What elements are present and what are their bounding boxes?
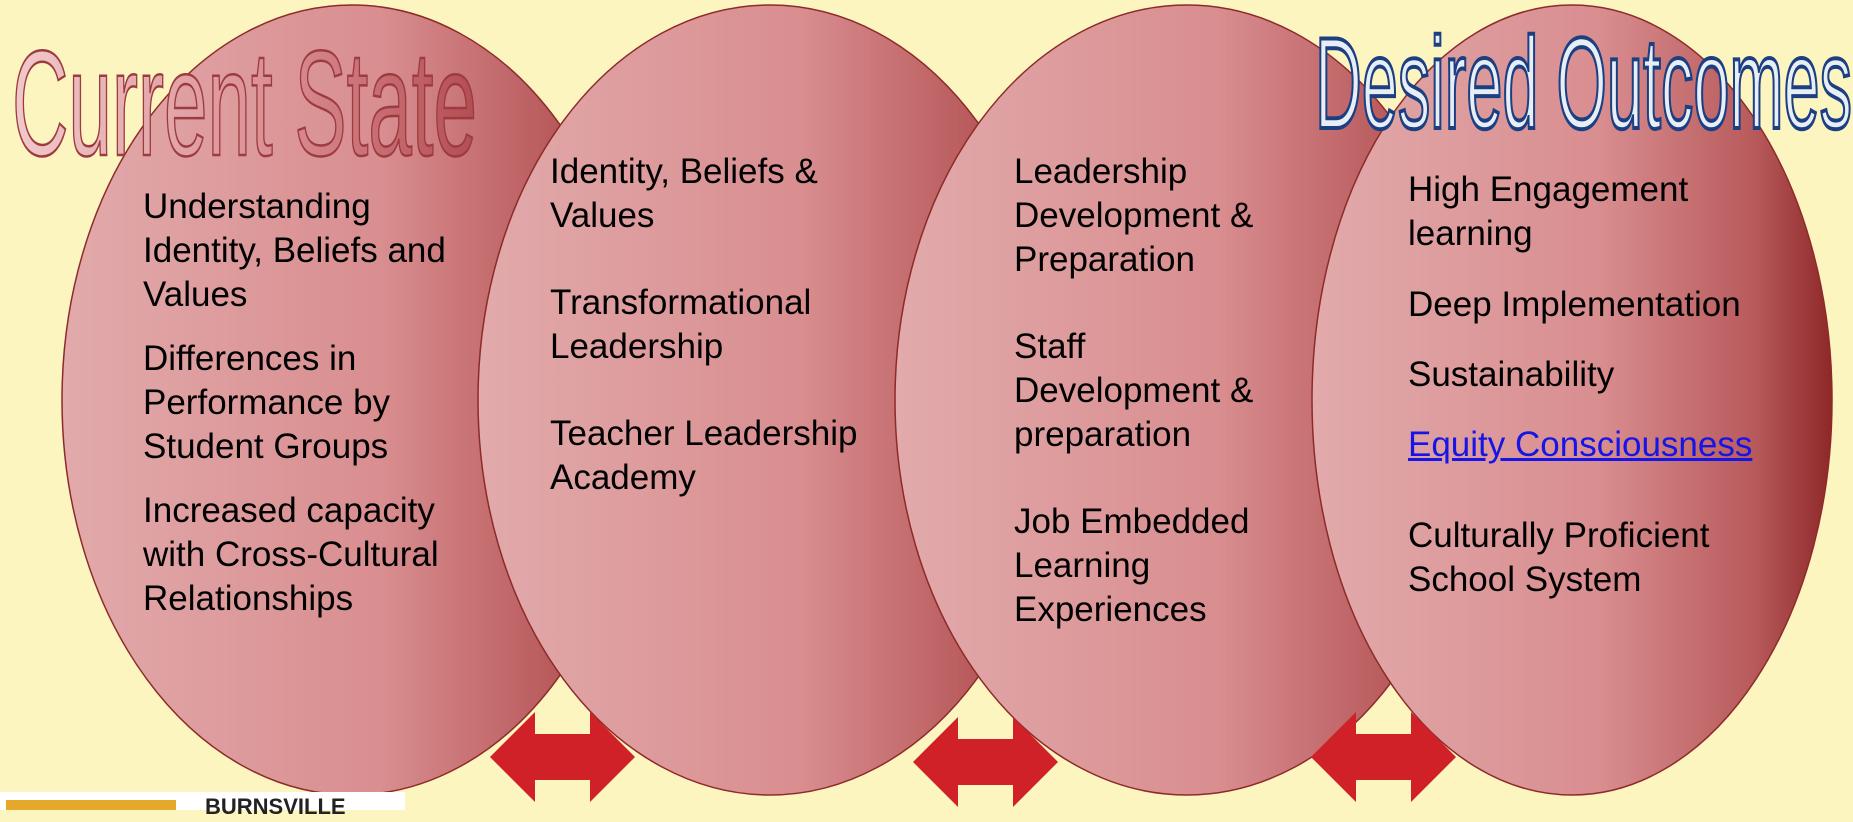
column-current-state: Understanding Identity, Beliefs and Valu… — [143, 185, 488, 621]
column-leadership: Leadership Development & Preparation Sta… — [1014, 150, 1314, 632]
item-identity-beliefs-values: Identity, Beliefs & Values — [550, 152, 818, 235]
double-arrow-icon — [913, 717, 1058, 807]
item-high-engagement: High Engagement learning — [1408, 170, 1689, 253]
double-arrow-icon — [1311, 712, 1456, 802]
item-sustainability: Sustainability — [1408, 355, 1615, 394]
double-arrow-icon — [490, 712, 635, 802]
item-understanding-identity: Understanding Identity, Beliefs and Valu… — [143, 187, 446, 314]
district-logo: BURNSVILLE — [0, 792, 405, 819]
item-differences-performance: Differences in Performance by Student Gr… — [143, 339, 391, 466]
item-teacher-leadership-academy: Teacher Leadership Academy — [550, 414, 858, 497]
item-culturally-proficient: Culturally Proficient School System — [1408, 516, 1710, 599]
item-job-embedded-learning: Job Embedded Learning Experiences — [1014, 502, 1250, 629]
item-cross-cultural-capacity: Increased capacity with Cross-Cultural R… — [143, 491, 439, 618]
equity-consciousness-link[interactable]: Equity Consciousness — [1408, 425, 1753, 464]
logo-mark — [6, 800, 176, 810]
title-desired-outcomes: Desired Outcomes — [1315, 10, 1852, 156]
column-identity: Identity, Beliefs & Values Transformatio… — [550, 150, 900, 500]
item-leadership-development: Leadership Development & Preparation — [1014, 152, 1254, 279]
item-transformational-leadership: Transformational Leadership — [550, 283, 812, 366]
ellipse-desired-outcomes — [1311, 4, 1833, 796]
item-staff-development: Staff Development & preparation — [1014, 327, 1254, 454]
logo-text: BURNSVILLE — [205, 794, 346, 819]
title-current-state: Current State — [12, 19, 477, 187]
item-deep-implementation: Deep Implementation — [1408, 285, 1741, 324]
column-desired-outcomes: High Engagement learning Deep Implementa… — [1408, 168, 1828, 602]
